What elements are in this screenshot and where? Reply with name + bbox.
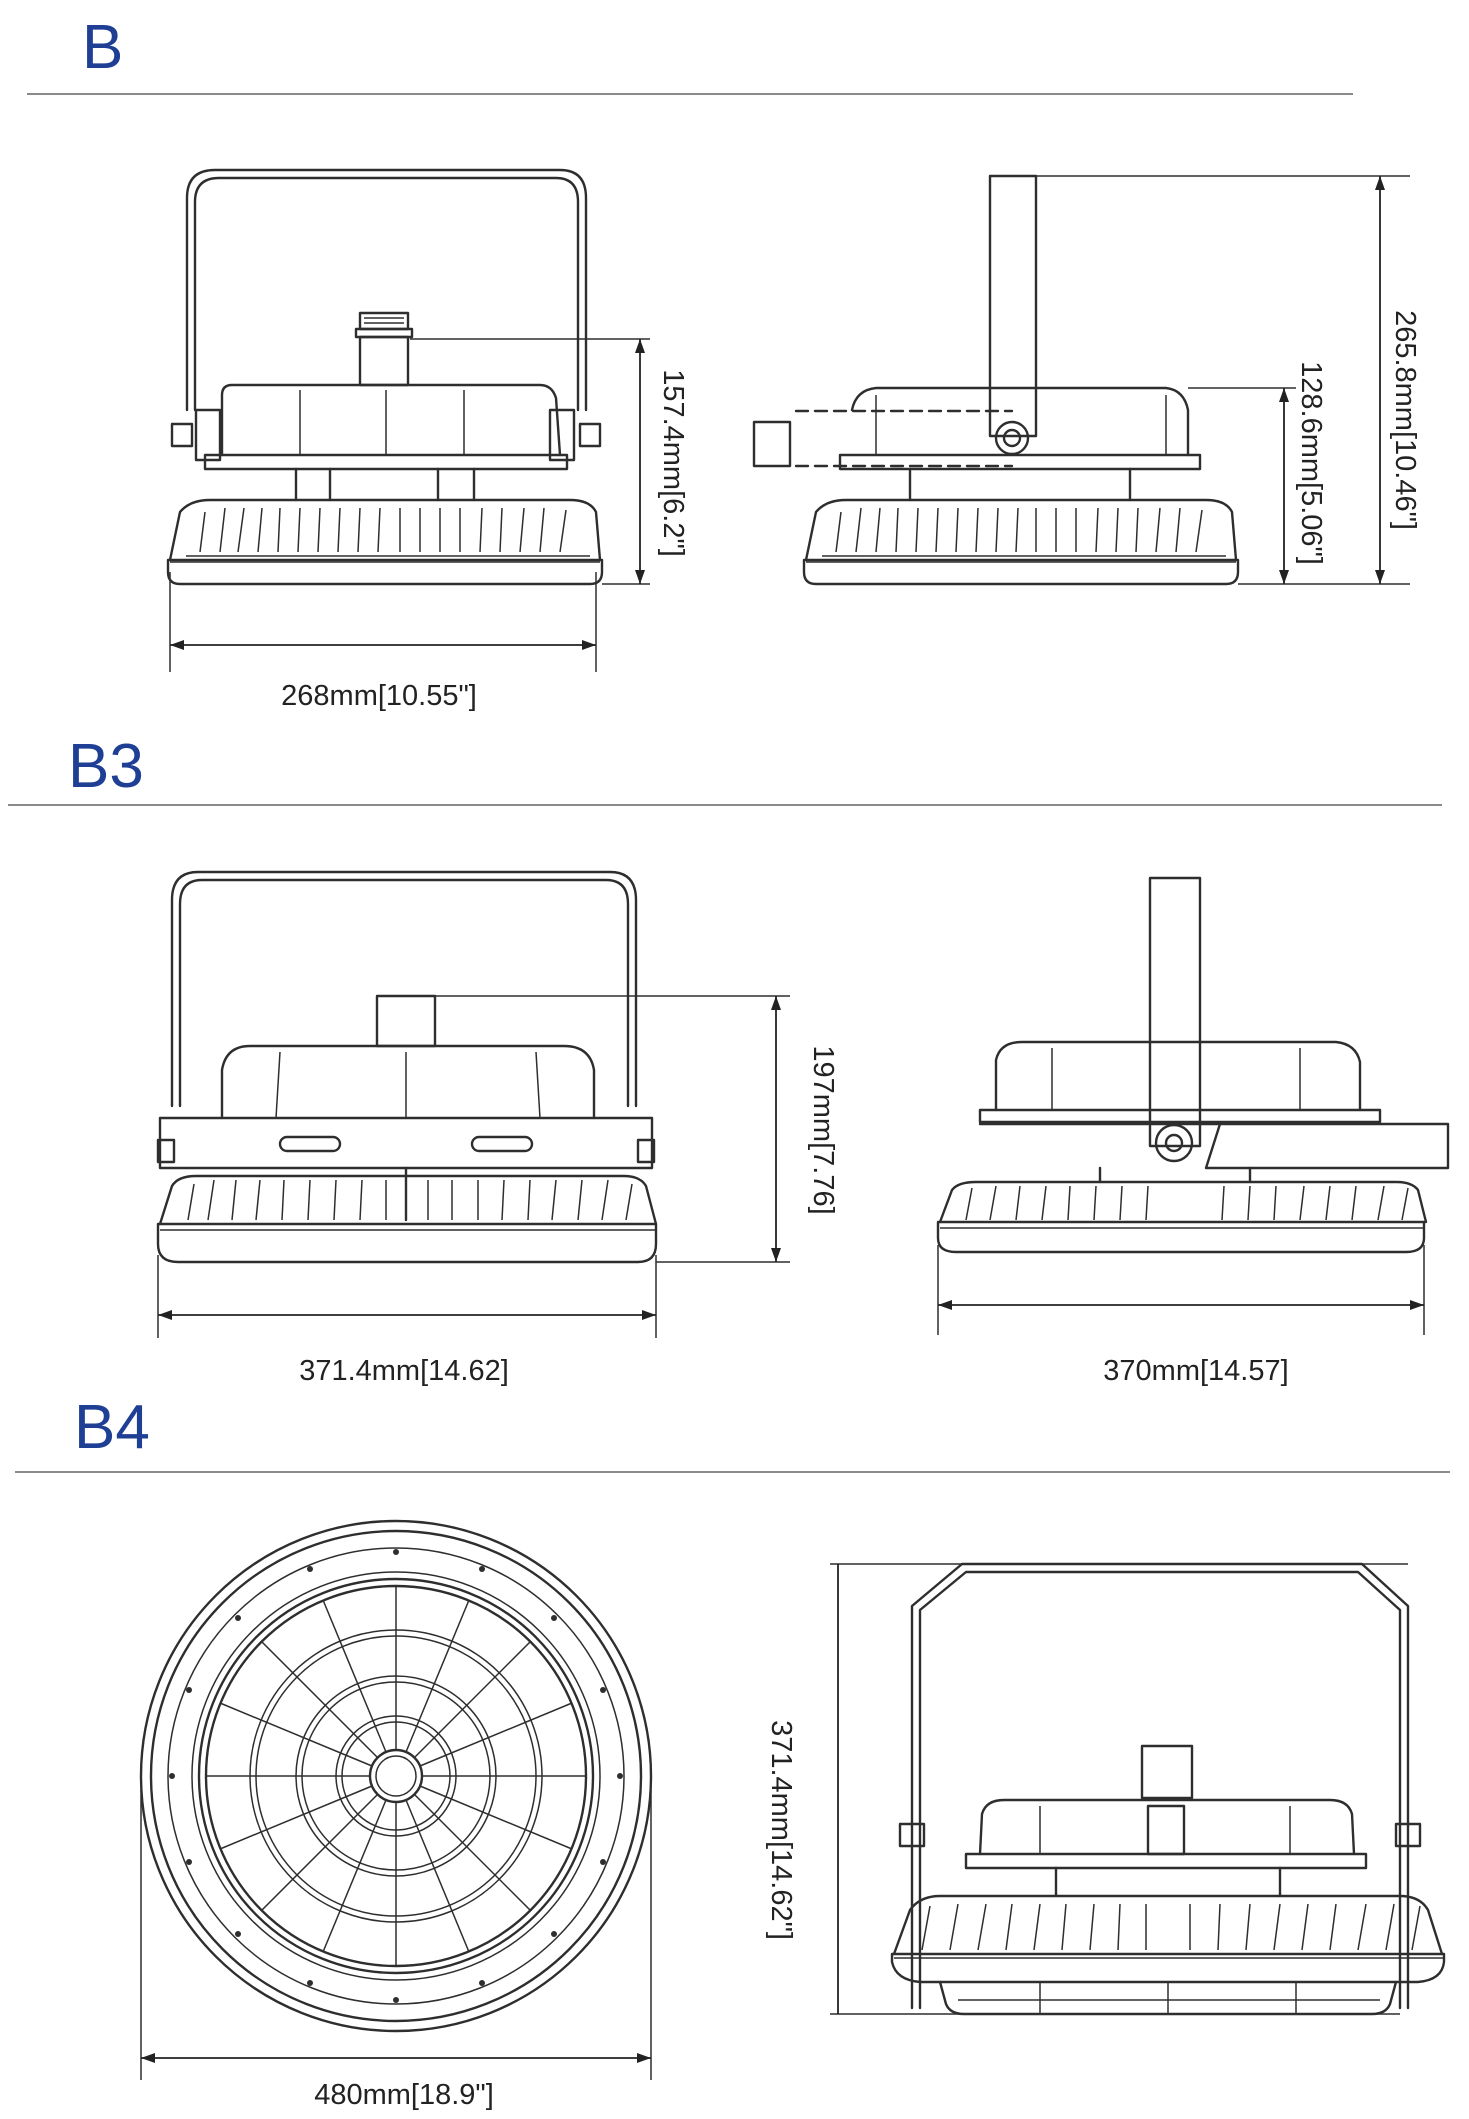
section-b-title: B bbox=[82, 13, 123, 82]
section-b4-bottom-diameter-label: 480mm[18.9"] bbox=[314, 2079, 494, 2111]
section-b3-front-width-label: 371.4mm[14.62] bbox=[299, 1355, 509, 1387]
section-b3-side-view bbox=[936, 876, 1450, 1335]
section-b3-side-width-label: 370mm[14.57] bbox=[1103, 1355, 1288, 1387]
section-b4-title: B4 bbox=[74, 1393, 150, 1462]
section-b4-side-height-label: 371.4mm[14.62"] bbox=[765, 1720, 797, 1940]
section-b-front-width-label: 268mm[10.55"] bbox=[281, 680, 477, 712]
section-b-front-height-label: 157.4mm[6.2"] bbox=[657, 369, 689, 557]
section-b-side-view bbox=[752, 174, 1410, 586]
section-b-side-height-label: 128.6mm[5.06"] bbox=[1295, 361, 1327, 565]
section-b4-bottom-view bbox=[139, 1519, 653, 2080]
section-b3-front-height-label: 197mm[7.76] bbox=[807, 1045, 839, 1214]
section-b-side-total-height-label: 265.8mm[10.46"] bbox=[1389, 310, 1421, 530]
section-b4: B4 bbox=[15, 1393, 1450, 2111]
section-b3-front-view bbox=[156, 870, 790, 1338]
section-b4-side-view bbox=[830, 1562, 1446, 2016]
section-b-front-view bbox=[166, 168, 650, 672]
section-b3-title: B3 bbox=[68, 732, 144, 801]
section-b: B bbox=[27, 13, 1421, 712]
section-b3: B3 bbox=[8, 732, 1450, 1387]
